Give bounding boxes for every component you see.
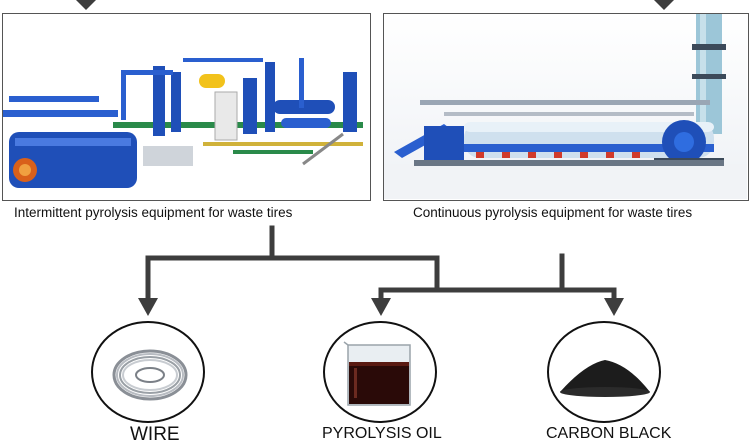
top-arrow-right xyxy=(654,0,674,10)
pyrolysis-oil-label: PYROLYSIS OIL xyxy=(322,425,442,442)
carbon-pile-image xyxy=(560,360,650,397)
arrow-to-carbon xyxy=(604,298,624,316)
top-arrow-left xyxy=(76,0,96,10)
intermittent-machine-illustration xyxy=(3,14,369,199)
wire-ellipse xyxy=(91,321,205,423)
carbon-black-label: CARBON BLACK xyxy=(546,425,672,442)
continuous-machine-illustration xyxy=(384,14,747,199)
continuous-caption: Continuous pyrolysis equipment for waste… xyxy=(413,205,693,220)
flow-connector xyxy=(145,225,617,303)
oil-beaker-image xyxy=(343,341,411,406)
continuous-equipment-image xyxy=(383,13,749,201)
arrow-to-wire xyxy=(138,298,158,316)
wire-label: WIRE xyxy=(130,424,180,445)
intermittent-equipment-image xyxy=(2,13,371,201)
wire-coil-image xyxy=(112,349,188,401)
intermittent-caption: Intermittent pyrolysis equipment for was… xyxy=(14,205,293,220)
arrow-to-oil xyxy=(371,298,391,316)
